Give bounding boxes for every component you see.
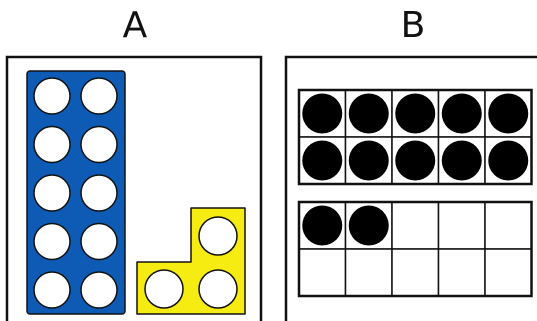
stick-three-hole <box>199 217 237 255</box>
stick-ten-hole <box>81 224 117 260</box>
ten-frame-cell <box>392 202 439 249</box>
stick-three-hole <box>145 270 183 308</box>
counter <box>395 141 435 181</box>
stick-ten-hole <box>34 175 70 211</box>
counter <box>349 94 389 134</box>
ten-frame-cell <box>299 249 346 296</box>
ten-frame-full <box>299 90 532 184</box>
counter <box>442 141 482 181</box>
stick-ten-hole <box>81 127 117 163</box>
number-stick-ten <box>27 71 125 314</box>
ten-frame-cell <box>439 249 486 296</box>
stick-ten-hole <box>81 175 117 211</box>
number-stick-three <box>137 208 245 314</box>
counter <box>442 94 482 134</box>
stick-three-hole <box>199 270 237 308</box>
stick-ten-hole <box>34 78 70 114</box>
stick-ten-hole <box>34 224 70 260</box>
ten-frame-cell <box>485 249 532 296</box>
ten-frame-cell <box>439 202 486 249</box>
counter <box>302 206 342 246</box>
stick-ten-hole <box>34 127 70 163</box>
ten-frame-cell <box>346 249 393 296</box>
stick-ten-hole <box>34 272 70 308</box>
stick-ten-hole <box>81 272 117 308</box>
counter <box>488 94 528 134</box>
ten-frame-partial <box>299 202 532 296</box>
counter <box>302 141 342 181</box>
counter <box>395 94 435 134</box>
counter <box>349 206 389 246</box>
counter <box>349 141 389 181</box>
stick-ten-hole <box>81 78 117 114</box>
ten-frame-cell <box>392 249 439 296</box>
counter <box>302 94 342 134</box>
counter <box>488 141 528 181</box>
ten-frame-cell <box>485 202 532 249</box>
